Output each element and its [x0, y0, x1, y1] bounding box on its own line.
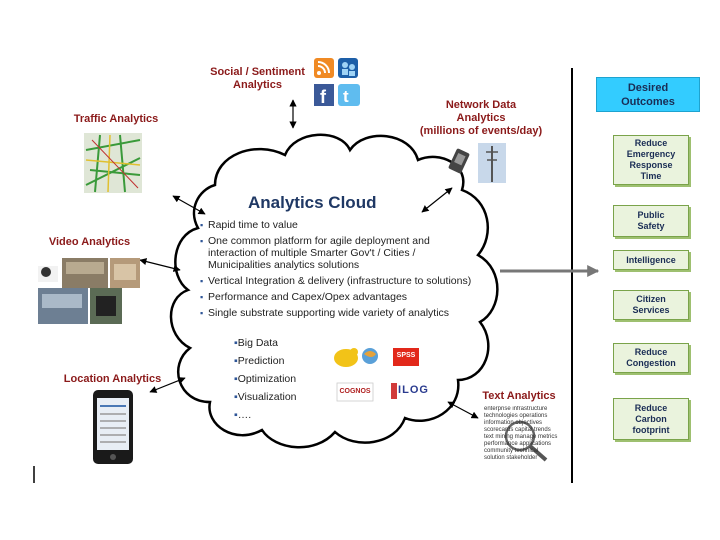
- sub-item-visualization: ▪Visualization: [234, 391, 297, 403]
- ilog-logo-text: ILOG: [398, 384, 429, 396]
- cognos-logo-text: COGNOS: [339, 388, 371, 395]
- cloud-sub-list: ▪Big Data ▪Prediction ▪Optimization ▪Vis…: [234, 337, 324, 427]
- outcome-public-safety: Public Safety: [613, 205, 689, 237]
- desired-outcomes-header: Desired Outcomes: [596, 77, 700, 112]
- spss-logo-box: [393, 348, 419, 366]
- magnifier-icon: [504, 420, 548, 462]
- facebook-icon: f: [314, 84, 334, 107]
- video-frame-image-4: [90, 288, 122, 324]
- twitter-icon: t: [338, 84, 360, 106]
- arrow-text: [447, 401, 479, 419]
- rss-icon: [314, 58, 334, 78]
- video-frame-image-3: [38, 288, 88, 324]
- cloud-bullet-list: Rapid time to value One common platform …: [200, 219, 495, 323]
- arrow-video: [139, 258, 181, 272]
- text-analytics-word-cloud: enterprise infrastructure technologies o…: [484, 406, 558, 461]
- messenger-icon: [338, 58, 358, 78]
- outcome-reduce-congestion: Reduce Congestion: [613, 343, 689, 373]
- svg-text:t: t: [343, 87, 349, 106]
- arrow-network: [421, 187, 453, 213]
- traffic-map-image: [84, 133, 142, 193]
- location-analytics-label: Location Analytics: [63, 373, 162, 385]
- video-frame-image-2: [110, 258, 140, 288]
- bullet-2: One common platform for agile deployment…: [200, 235, 453, 271]
- globe-logo: [362, 348, 378, 364]
- svg-text:f: f: [320, 87, 327, 107]
- outcome-intelligence: Intelligence: [613, 250, 689, 270]
- phone-image: [448, 148, 470, 174]
- cell-tower-image: [478, 143, 506, 183]
- sub-item-prediction: ▪Prediction: [234, 355, 285, 367]
- video-analytics-label: Video Analytics: [48, 236, 131, 248]
- cognos-logo-box: [336, 382, 374, 402]
- social-sentiment-label: Social / Sentiment Analytics: [210, 66, 305, 91]
- analytics-cloud-title: Analytics Cloud: [248, 193, 377, 212]
- bullet-1: Rapid time to value: [200, 219, 495, 231]
- text-analytics-label: Text Analytics: [482, 390, 556, 402]
- location-phone-image: [93, 390, 133, 464]
- sub-item-more: ▪….: [234, 409, 252, 421]
- bullet-4: Performance and Capex/Opex advantages: [200, 291, 495, 303]
- traffic-analytics-label: Traffic Analytics: [73, 113, 159, 125]
- outcome-citizen-services: Citizen Services: [613, 290, 689, 320]
- video-camera-image: [38, 266, 58, 282]
- ilog-logo-box: [389, 381, 429, 401]
- outcome-reduce-carbon-footprint: Reduce Carbon footprint: [613, 398, 689, 440]
- arrow-traffic: [172, 195, 206, 215]
- bullet-5: Single substrate supporting wide variety…: [200, 307, 495, 319]
- bullet-3: Vertical Integration & delivery (infrast…: [200, 275, 495, 287]
- sub-item-big-data: ▪Big Data: [234, 337, 279, 349]
- outcome-reduce-emergency-response-time: Reduce Emergency Response Time: [613, 135, 689, 185]
- arrow-location: [149, 377, 186, 393]
- sub-item-optimization: ▪Optimization: [234, 373, 297, 385]
- spss-logo-text: SPSS: [396, 352, 416, 359]
- hadoop-logo: [334, 348, 358, 367]
- video-frame-image-1: [62, 258, 108, 288]
- network-data-label: Network Data Analytics (millions of even…: [419, 99, 543, 137]
